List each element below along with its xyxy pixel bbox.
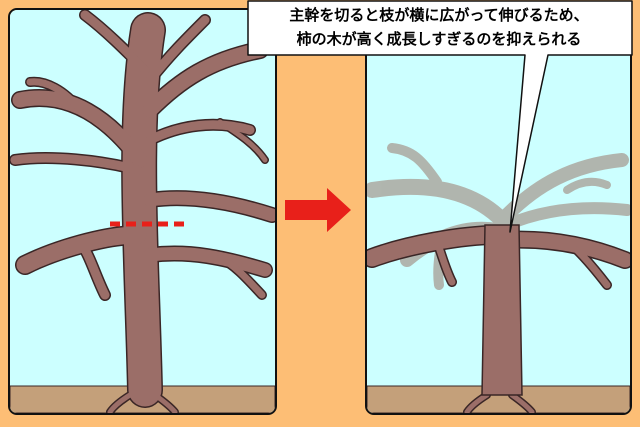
pruned-tree (367, 224, 630, 413)
speech-bubble (247, 0, 633, 233)
full-tree-illustration (10, 10, 275, 413)
callout-line-1: 主幹を切ると枝が横に広がって伸びるため、 (289, 6, 589, 24)
callout-line-2: 柿の木が高く成長しすぎるのを抑えられる (296, 30, 582, 48)
right-arrow (285, 188, 351, 232)
before-pruning-panel (8, 8, 277, 415)
pruned-tree-illustration (367, 10, 630, 413)
after-pruning-panel (365, 8, 632, 415)
tree (10, 10, 275, 413)
callout-text: 主幹を切ると枝が横に広がって伸びるため、 柿の木が高く成長しすぎるのを抑えられる (245, 3, 633, 51)
cut-trunk (481, 224, 523, 396)
